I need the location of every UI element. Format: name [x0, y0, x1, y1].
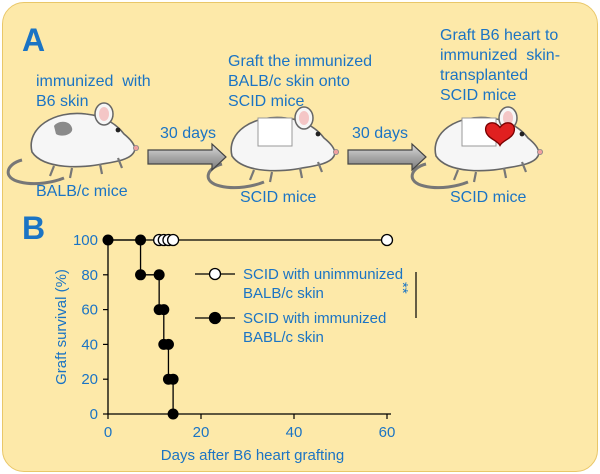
y-tick-label: 0 [90, 406, 98, 423]
legend-immunized-marker [208, 311, 222, 325]
y-tick-label: 80 [81, 267, 98, 284]
panel-label-b: B [22, 210, 46, 246]
y-axis-label: Graft survival (%) [53, 269, 70, 385]
legend-immunized-label: BABL/c skin [243, 329, 324, 346]
x-tick-label: 0 [104, 424, 112, 441]
x-tick-label: 60 [379, 424, 396, 441]
series-immunized-point [167, 373, 179, 385]
arrow-icon [347, 142, 427, 172]
panel-label-a: A [22, 22, 46, 58]
series-immunized-point [135, 234, 147, 246]
step2-mouse-label: SCID mice [240, 189, 317, 206]
x-tick-label: 40 [286, 424, 303, 441]
legend-unimmunized-marker [208, 267, 222, 281]
mouse-balbc [6, 101, 141, 186]
step3-caption: Graft B6 heart to immunized skin- transp… [440, 27, 561, 104]
y-tick-label: 40 [81, 336, 98, 353]
skin-graft-patch [54, 121, 73, 136]
series-unimmunized-point [166, 233, 180, 247]
significance-marker: ** [394, 282, 411, 294]
legend-unimmunized-label: BALB/c skin [243, 285, 324, 302]
y-tick-label: 20 [81, 371, 98, 388]
legend-immunized-label: SCID with immunized [243, 310, 386, 327]
step2-caption: Graft the immunized BALB/c skin onto SCI… [228, 53, 373, 110]
legend-unimmunized-label: SCID with unimmunized [243, 266, 403, 283]
step3-mouse-label: SCID mice [450, 189, 527, 206]
arrow-icon [147, 142, 227, 172]
series-immunized-point [135, 269, 147, 281]
series-immunized-line [108, 239, 174, 414]
x-tick-label: 20 [193, 424, 210, 441]
y-tick-label: 100 [73, 232, 98, 249]
x-axis-label: Days after B6 heart grafting [161, 447, 344, 464]
chart-series [102, 233, 394, 420]
series-immunized-point [153, 269, 165, 281]
step1-mouse-label: BALB/c mice [36, 183, 128, 200]
mouse-scid-1 [206, 105, 341, 190]
arrow2-label: 30 days [352, 125, 409, 142]
mouse-scid-2 [410, 105, 545, 190]
series-immunized-point [102, 234, 114, 246]
skin-graft-patch [257, 117, 293, 147]
y-tick-label: 60 [81, 302, 98, 319]
series-immunized-point [167, 408, 179, 420]
arrow1-label: 30 days [160, 125, 217, 142]
step1-caption: immunized with B6 skin [36, 73, 151, 110]
series-immunized-point [158, 304, 170, 316]
series-immunized-point [162, 338, 174, 350]
series-unimmunized-point [380, 233, 394, 247]
